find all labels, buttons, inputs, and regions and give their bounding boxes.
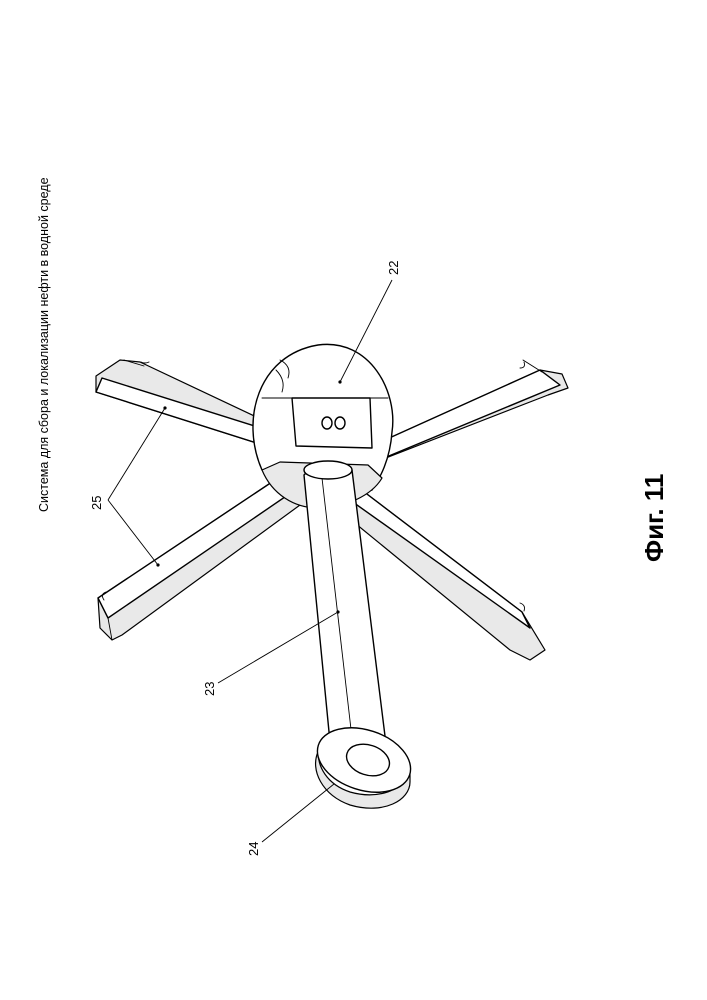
callout-23-label: 23 [202, 682, 217, 696]
callout-23: 23 [202, 610, 340, 696]
callout-22-label: 22 [386, 261, 401, 275]
arm-lower-left [98, 470, 300, 640]
figure-caption: Фиг. 11 [639, 474, 669, 562]
callout-25: 25 [89, 406, 167, 566]
eyelet-ring [309, 717, 419, 809]
arm-lower-right [345, 485, 545, 660]
page-header-text: Система для сбора и локализации нефти в … [37, 177, 51, 512]
callout-25-label: 25 [89, 496, 104, 510]
callout-24: 24 [246, 784, 334, 856]
callout-24-label: 24 [246, 842, 261, 856]
